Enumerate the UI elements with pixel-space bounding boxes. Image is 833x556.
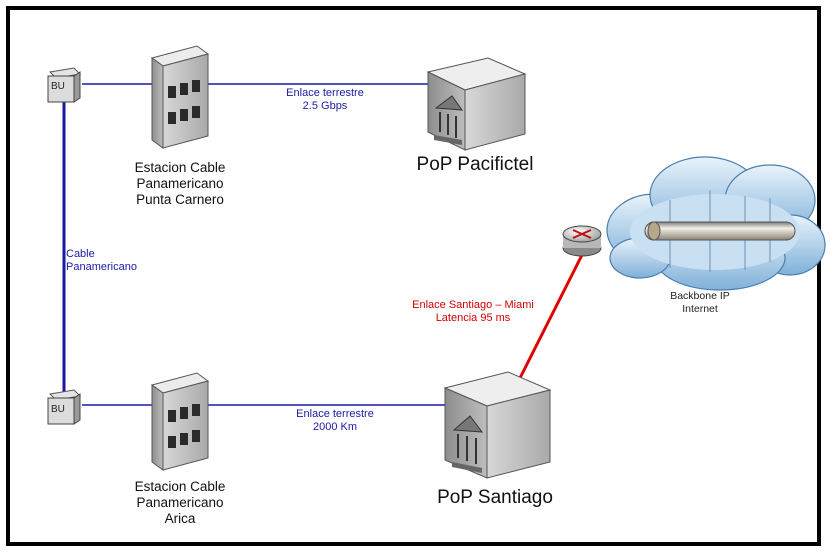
bu-bottom-icon	[47, 389, 82, 425]
backbone-label: Backbone IP Internet	[670, 290, 730, 315]
link-top-label: Enlace terrestre 2.5 Gbps	[286, 87, 364, 113]
link-santiago-miami	[518, 254, 584, 379]
cable-panamericano-label: Cable Panamericano	[66, 248, 137, 274]
bu-bottom-label: BU	[51, 404, 65, 415]
pop-pacifictel-label: PoP Pacifictel	[416, 154, 534, 175]
station-top-icon	[150, 45, 210, 149]
pop-pacifictel-icon	[426, 57, 527, 151]
station-bottom-icon	[150, 372, 210, 471]
station-top-label: Estacion Cable Panamericano Punta Carner…	[134, 160, 226, 208]
link-red-label: Enlace Santiago – Miami Latencia 95 ms	[412, 299, 534, 325]
pop-santiago-icon	[443, 371, 552, 479]
bu-top-icon	[47, 67, 82, 103]
link-bottom-label: Enlace terrestre 2000 Km	[296, 408, 374, 434]
bu-top-label: BU	[51, 81, 65, 92]
pop-santiago-label: PoP Santiago	[437, 487, 553, 508]
station-bottom-label: Estacion Cable Panamericano Arica	[134, 479, 226, 527]
backbone-cloud-icon	[606, 156, 826, 291]
router-icon	[562, 225, 602, 257]
